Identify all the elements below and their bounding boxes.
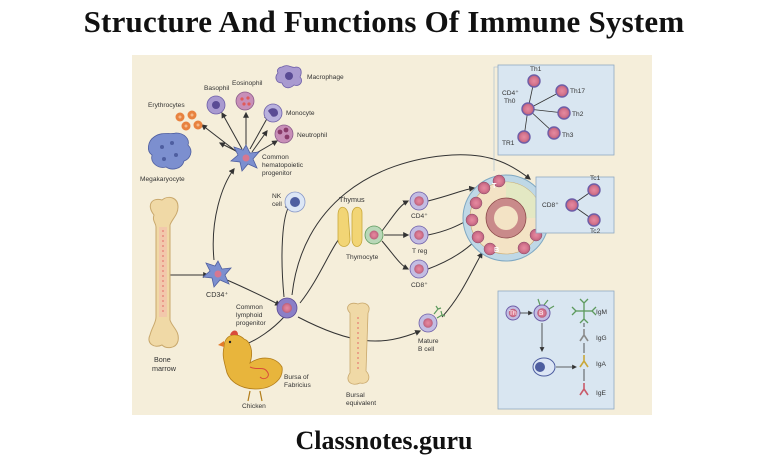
clp-label-1: Common: [236, 304, 263, 311]
th0-label-2: Th0: [504, 98, 516, 105]
igg-label: IgG: [596, 335, 607, 342]
th0-label-1: CD4⁺: [502, 90, 519, 97]
chp-label-2: hematopoietic: [262, 162, 304, 169]
neutrophil-label: Neutrophil: [297, 132, 328, 139]
chp-label-3: progenitor: [262, 170, 292, 177]
treg-label: T reg: [412, 248, 428, 255]
clp-label-2: lymphoid: [236, 312, 263, 319]
eosinophil-icon: [235, 91, 255, 111]
figure-canvas: Bone marrow CD34⁺ Common hematopoietic p…: [140, 64, 615, 410]
mature-b-cell: [418, 305, 446, 333]
bursal-label-1: Bursal: [346, 392, 365, 399]
bursa-label-2: Fabricius: [284, 382, 311, 389]
footer-credit: Classnotes.guru: [295, 426, 473, 455]
erythrocytes-label: Erythrocytes: [148, 102, 185, 109]
iga-label: IgA: [596, 361, 606, 368]
mature-b-label-1: Mature: [418, 338, 439, 345]
eosinophil-label: Eosinophil: [232, 80, 263, 87]
b-cell-antibody-panel: [497, 290, 615, 410]
neutrophil-icon: [274, 124, 294, 144]
thymus-organ: [337, 206, 363, 247]
thymocyte-label: Thymocyte: [346, 254, 379, 261]
nk-label-1: NK: [272, 193, 282, 200]
macrophage-label: Macrophage: [307, 74, 344, 81]
cd34-cell: [202, 260, 232, 288]
bone-label-1: Bone: [154, 355, 171, 364]
thymus-label: Thymus: [339, 195, 365, 204]
treg-cell: [409, 225, 429, 245]
bursa-label-1: Bursa of: [284, 374, 309, 381]
ige-label: IgE: [596, 390, 606, 397]
node-b-label: B: [494, 245, 499, 254]
b-panel-th-label: Th: [509, 310, 517, 317]
cd4-label: CD4⁺: [411, 213, 428, 220]
tr1-label: TR1: [502, 140, 515, 147]
chp-label-1: Common: [262, 154, 289, 161]
tc1-label: Tc1: [590, 175, 601, 182]
th3-label: Th3: [562, 132, 574, 139]
th2-label: Th2: [572, 111, 584, 118]
bursal-equivalent-icon: [347, 302, 370, 385]
basophil-label: Basophil: [204, 85, 230, 92]
nk-label-2: cell: [272, 201, 282, 208]
page-title: Structure And Functions Of Immune System: [83, 4, 685, 39]
monocyte-label: Monocyte: [286, 110, 315, 117]
chicken-label: Chicken: [242, 403, 266, 410]
igm-label: IgM: [596, 309, 607, 316]
cd8-label: CD8⁺: [411, 282, 428, 289]
erythrocytes-icon: [175, 110, 203, 131]
cd8-t-cell: [409, 259, 429, 279]
node-t-label: T: [492, 181, 497, 190]
lymph-node: [462, 66, 550, 262]
th17-label: Th17: [570, 88, 585, 95]
lymphoid-progenitor-cell: [276, 297, 298, 319]
megakaryocyte-label: Megakaryocyte: [140, 176, 185, 183]
thymocyte-cell: [364, 225, 384, 245]
tc2-label: Tc2: [590, 228, 601, 235]
bone-label-2: marrow: [152, 364, 177, 373]
mature-b-label-2: B cell: [418, 346, 435, 353]
hematopoietic-progenitor-cell: [230, 144, 260, 172]
bursal-label-2: equivalent: [346, 400, 376, 407]
th1-label: Th1: [530, 66, 542, 73]
bone-marrow-icon: [148, 196, 179, 349]
cd34-label: CD34⁺: [206, 290, 228, 299]
macrophage-icon: [275, 65, 302, 89]
cd4-t-cell: [409, 191, 429, 211]
nk-cell: [284, 191, 306, 213]
tc-subset-panel: [535, 176, 615, 234]
monocyte-icon: [263, 103, 283, 123]
clp-label-3: progenitor: [236, 320, 266, 327]
immune-system-figure: Bone marrow CD34⁺ Common hematopoietic p…: [132, 55, 652, 415]
th-subset-panel: [497, 64, 615, 156]
chicken-icon: [218, 330, 283, 402]
b-panel-b-label: B: [539, 310, 544, 317]
tc-center-label: CD8⁺: [542, 202, 559, 209]
megakaryocyte-icon: [148, 132, 192, 170]
basophil-icon: [206, 95, 226, 115]
